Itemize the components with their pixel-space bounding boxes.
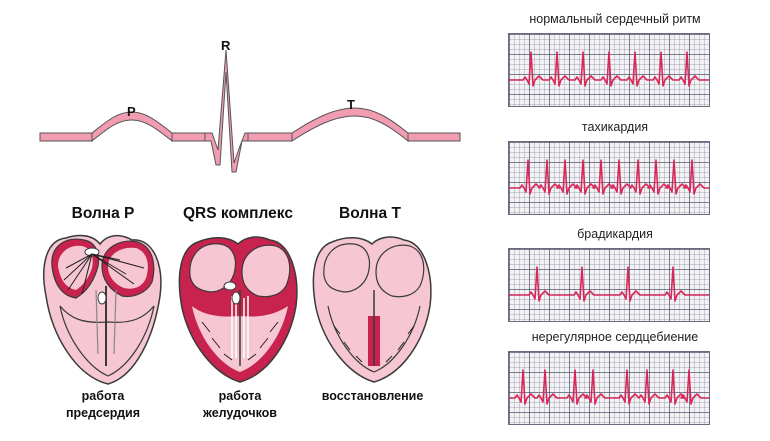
rhythm-strip-irregular [508, 351, 710, 425]
phase-title-p-wave: Волна Р [71, 205, 135, 222]
rhythm-trace-irregular [509, 369, 709, 405]
rhythm-strip-normal [508, 33, 710, 107]
rhythm-label-irregular: нерегулярное сердцебиение [531, 330, 699, 344]
rhythm-strip-tachycardia [508, 141, 710, 215]
heart-ventricles-illustration [178, 236, 298, 383]
phase-caption-p-line2: предсердия [65, 406, 141, 420]
heart-atria-illustration [43, 234, 162, 385]
ecg-baseline-segment-4 [407, 132, 461, 142]
phase-caption-qrs-line2: желудочков [203, 406, 277, 420]
rhythm-label-normal: нормальный сердечный ритм [529, 12, 701, 26]
phase-title-qrs: QRS комплекс [183, 205, 293, 222]
phase-title-t-wave: Волна Т [339, 205, 401, 222]
phase-caption-t-line2: восстановление [321, 389, 424, 403]
ecg-baseline-segment-1 [39, 132, 93, 142]
ecg-label-r: R [221, 38, 231, 53]
ecg-t-wave [291, 107, 409, 143]
ecg-label-p: P [127, 104, 136, 119]
phase-caption-p-wave: работа предсердия [38, 388, 168, 422]
phase-caption-p-line1: работа [81, 389, 125, 403]
rhythm-trace-bradycardia [509, 266, 709, 302]
rhythm-trace-tachycardia [509, 159, 709, 195]
ecg-label-t: T [347, 97, 355, 112]
heart-recovery-illustration [312, 236, 432, 383]
ecg-complex-diagram [39, 49, 461, 173]
rhythm-trace-normal [509, 51, 709, 87]
rhythm-strip-bradycardia [508, 248, 710, 322]
rhythm-label-tachycardia: тахикардия [581, 120, 649, 134]
ecg-qrs-complex [204, 49, 249, 173]
phase-caption-qrs: работа желудочков [170, 388, 310, 422]
rhythm-label-bradycardia: брадикардия [577, 227, 653, 241]
phase-caption-t-wave: восстановление [305, 388, 440, 405]
phase-caption-qrs-line1: работа [218, 389, 262, 403]
ecg-baseline-segment-2 [171, 132, 206, 142]
ecg-baseline-segment-3 [247, 132, 293, 142]
